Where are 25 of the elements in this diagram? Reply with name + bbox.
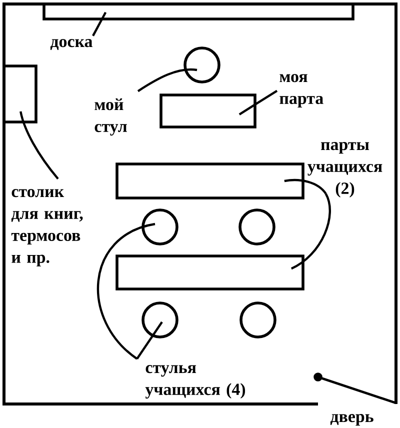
leader-line <box>284 178 327 194</box>
leader-line <box>137 68 198 92</box>
callout-label: моя парта <box>280 74 324 108</box>
door-label: дверь <box>330 414 374 426</box>
leader-line <box>290 193 331 270</box>
chair-circle <box>142 302 178 338</box>
callout-label: парты учащихся (2) <box>308 142 382 198</box>
board-bar <box>42 2 354 20</box>
callout-label: столик для книг, термосов и пр. <box>11 189 83 266</box>
desk-rectangle <box>160 94 256 128</box>
chair-circle <box>238 208 276 246</box>
chair-circle <box>240 302 276 338</box>
leader-line <box>92 12 107 36</box>
callout-label: стулья учащихся (4) <box>145 365 246 399</box>
desk-rectangle <box>116 254 304 290</box>
chair-circle <box>142 208 178 246</box>
leader-line <box>136 321 163 360</box>
callout-label: мой стул <box>94 98 127 136</box>
leader-line <box>20 111 59 180</box>
desk-rectangle <box>116 162 304 200</box>
callout-label: доска <box>50 39 92 50</box>
leader-line <box>97 222 156 360</box>
table-rectangle <box>2 64 38 124</box>
leader-line <box>238 90 278 116</box>
chair-circle <box>184 46 220 84</box>
